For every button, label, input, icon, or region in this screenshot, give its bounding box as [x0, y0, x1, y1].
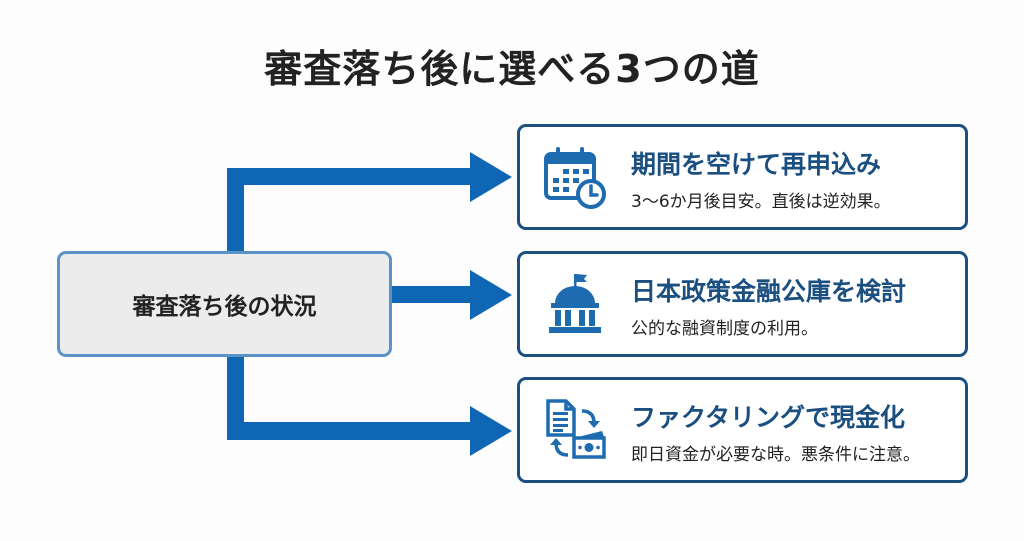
option-description: 3〜6か月後目安。直後は逆効果。 — [631, 192, 891, 212]
option-title: ファクタリングで現金化 — [631, 403, 906, 432]
government-building-icon — [549, 274, 601, 333]
option-title: 期間を空けて再申込み — [631, 150, 882, 179]
option-description: 公的な融資制度の利用。 — [631, 319, 818, 339]
arrow-to-option-2 — [389, 270, 512, 320]
current-situation-box: 審査落ち後の状況 — [57, 251, 392, 357]
option-description: 即日資金が必要な時。悪条件に注意。 — [631, 445, 920, 465]
option-title: 日本政策金融公庫を検討 — [631, 277, 907, 306]
arrow-to-option-1 — [227, 152, 512, 251]
current-situation-label: 審査落ち後の状況 — [132, 294, 317, 320]
calendar-clock-icon — [544, 147, 606, 209]
page-title: 審査落ち後に選べる3つの道 — [264, 47, 760, 91]
invoice-to-cash-icon — [546, 399, 606, 459]
arrow-to-option-3 — [227, 357, 512, 456]
option-card-reapply: 期間を空けて再申込み 3〜6か月後目安。直後は逆効果。 — [517, 124, 968, 230]
option-card-jfc: 日本政策金融公庫を検討 公的な融資制度の利用。 — [517, 251, 968, 357]
option-card-factoring: ファクタリングで現金化 即日資金が必要な時。悪条件に注意。 — [517, 377, 968, 483]
